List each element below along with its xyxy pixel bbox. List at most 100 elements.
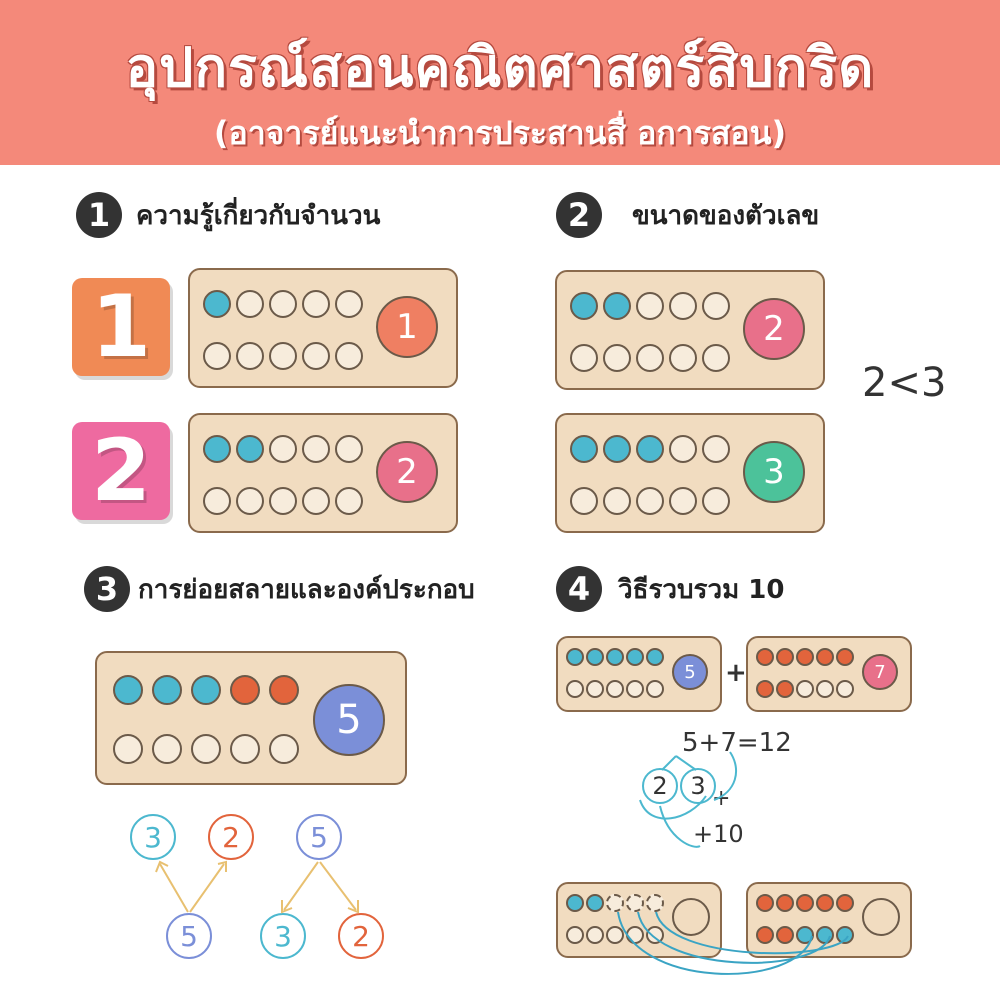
bead-slot <box>836 926 854 944</box>
bead-slot <box>269 290 297 318</box>
bead-slot <box>335 290 363 318</box>
bead-slot <box>566 926 584 944</box>
bead-slot <box>646 926 664 944</box>
number-circle: 2 <box>376 441 438 503</box>
tree-part-circle: 2 <box>208 814 254 860</box>
plus-ten-text: +10 <box>693 820 744 848</box>
tree-part-circle: 3 <box>260 913 306 959</box>
bead-slot <box>669 487 697 515</box>
bead-slot <box>816 648 834 666</box>
bead-slot <box>816 680 834 698</box>
split-circle-3: 3 <box>680 768 716 804</box>
bead-slot <box>302 342 330 370</box>
bead-slot <box>796 926 814 944</box>
tree-part-circle: 2 <box>338 913 384 959</box>
section-4-heading: 4 วิธีรวบรวม 10 <box>556 566 784 612</box>
bead-slot <box>570 435 598 463</box>
bead-slot <box>626 648 644 666</box>
plus-sign: + <box>725 658 747 688</box>
section-title: ความรู้เกี่ยวกับจำนวน <box>136 200 381 231</box>
bead-slot <box>636 487 664 515</box>
bead-slot <box>302 435 330 463</box>
bead-slot <box>586 680 604 698</box>
bead-slot <box>566 894 584 912</box>
bead-slot <box>236 290 264 318</box>
bead-slot <box>776 648 794 666</box>
bead-slot <box>836 648 854 666</box>
equation-text: 5+7=12 <box>682 728 792 758</box>
number-circle: 1 <box>376 296 438 358</box>
arrow-head <box>347 900 359 914</box>
bead-slot <box>191 675 221 705</box>
bead-slot <box>796 680 814 698</box>
number-tile-1: 1 <box>72 277 170 377</box>
bead-slot <box>230 675 260 705</box>
bead-slot <box>636 344 664 372</box>
bead-slot <box>776 894 794 912</box>
ten-frame-board <box>746 882 912 958</box>
bead-slot <box>702 344 730 372</box>
comparison-text: 2<3 <box>862 360 947 406</box>
bead-slot <box>796 894 814 912</box>
ten-frame-board: 5 <box>95 651 407 785</box>
bead-slot <box>626 926 644 944</box>
ten-frame-board: 1 <box>188 268 458 388</box>
bead-slot <box>603 435 631 463</box>
section-number-badge: 1 <box>76 192 122 238</box>
section-number-badge: 4 <box>556 566 602 612</box>
bead-slot <box>236 435 264 463</box>
section-1-heading: 1 ความรู้เกี่ยวกับจำนวน <box>76 192 380 238</box>
bead-slot <box>646 680 664 698</box>
ten-frame-board <box>556 882 722 958</box>
bead-slot <box>646 648 664 666</box>
bead-slot <box>756 680 774 698</box>
bead-slot <box>586 926 604 944</box>
tree-arrow <box>159 863 189 913</box>
bead-slot <box>335 487 363 515</box>
bead-slot <box>669 435 697 463</box>
bead-slot <box>669 292 697 320</box>
bead-slot <box>203 342 231 370</box>
number-circle <box>672 898 710 936</box>
bead-slot <box>191 734 221 764</box>
bead-slot <box>203 487 231 515</box>
bead-slot <box>606 926 624 944</box>
bead-slot <box>570 344 598 372</box>
bead-slot <box>586 894 604 912</box>
tree-arrow <box>189 863 225 913</box>
bead-slot <box>636 435 664 463</box>
page-subtitle: (อาจารย์แนะนำการประสานสื่ อการสอน) <box>213 114 787 152</box>
bead-slot <box>836 894 854 912</box>
bead-slot <box>776 926 794 944</box>
bead-slot <box>603 487 631 515</box>
section-3-heading: 3 การย่อยสลายและองค์ประกอบ <box>84 566 475 612</box>
bead-slot <box>203 435 231 463</box>
bead-slot <box>606 894 624 912</box>
tree-arrow <box>319 861 357 911</box>
bead-slot <box>269 675 299 705</box>
bead-slot <box>606 680 624 698</box>
number-circle: 5 <box>672 654 708 690</box>
ten-frame-board: 7 <box>746 636 912 712</box>
number-circle: 5 <box>313 684 385 756</box>
bead-slot <box>302 290 330 318</box>
bead-slot <box>816 894 834 912</box>
bead-slot <box>230 734 260 764</box>
bead-slot <box>796 648 814 666</box>
bead-slot <box>836 680 854 698</box>
bead-slot <box>756 894 774 912</box>
bead-slot <box>566 648 584 666</box>
section-number-badge: 2 <box>556 192 602 238</box>
bead-slot <box>606 648 624 666</box>
arrow-head <box>155 860 169 873</box>
bead-slot <box>669 344 697 372</box>
bead-slot <box>702 292 730 320</box>
tile-digit: 2 <box>91 421 151 521</box>
bead-slot <box>816 926 834 944</box>
ten-frame-board: 2 <box>555 270 825 390</box>
bead-slot <box>236 342 264 370</box>
section-title: ขนาดของตัวเลข <box>632 200 820 231</box>
bead-slot <box>335 342 363 370</box>
bead-slot <box>335 435 363 463</box>
bead-slot <box>756 648 774 666</box>
